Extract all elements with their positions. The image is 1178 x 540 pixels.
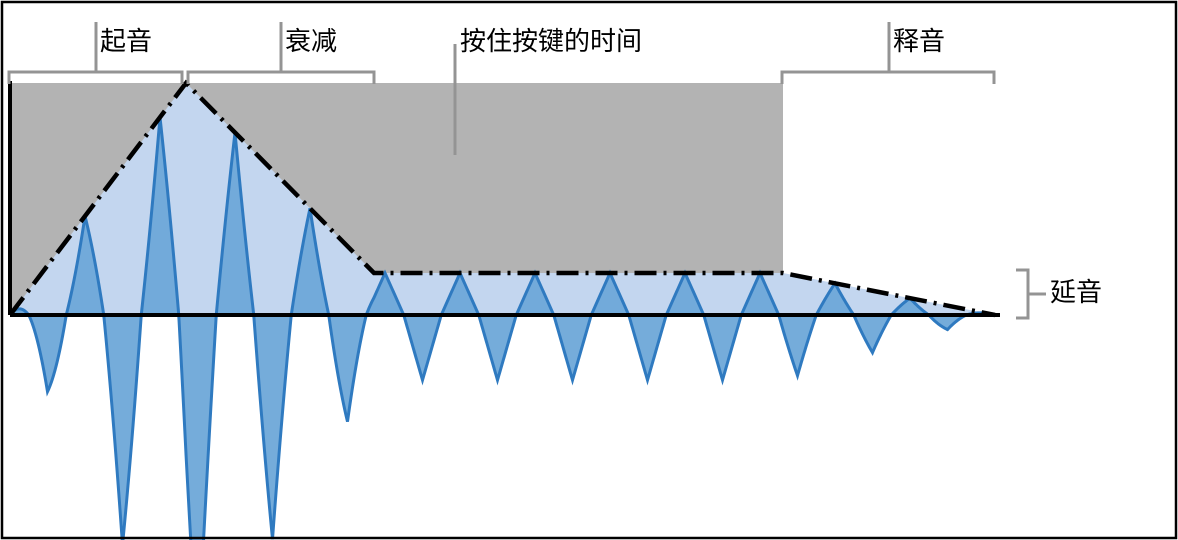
envelope-outline xyxy=(8,79,996,318)
bracket-attack xyxy=(7,70,184,84)
label-key-hold: 按住按键的时间 xyxy=(460,26,643,56)
bracket-release xyxy=(780,70,996,84)
waveform-fill xyxy=(10,117,1000,540)
label-attack: 起音 xyxy=(100,26,153,56)
bracket-decay xyxy=(186,70,376,84)
envelope-fill xyxy=(10,83,995,315)
label-release: 释音 xyxy=(893,26,946,56)
bracket-sustain xyxy=(1016,268,1030,320)
label-sustain: 延音 xyxy=(1050,277,1103,307)
label-decay: 衰减 xyxy=(285,26,338,56)
